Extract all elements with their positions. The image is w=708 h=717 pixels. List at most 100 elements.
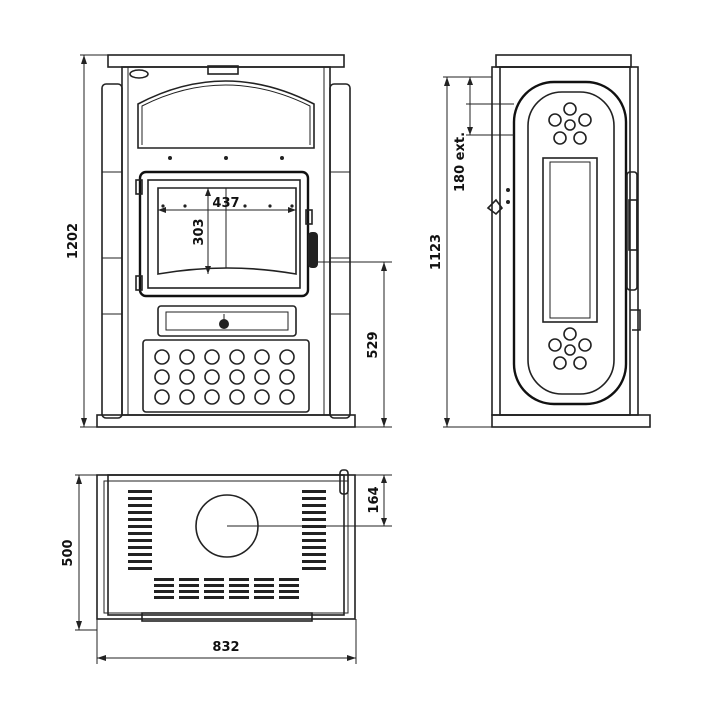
dim-1123-label: 1123 <box>429 234 444 270</box>
vent-slot <box>179 578 199 581</box>
vent-slot <box>128 525 152 528</box>
vent-slot <box>302 553 326 556</box>
grille-hole <box>279 389 295 405</box>
vent-slot <box>128 504 152 507</box>
top-arch-panel <box>137 65 315 149</box>
vent-slot <box>154 590 174 593</box>
vent-slot <box>229 590 249 593</box>
dim-303-label: 303 <box>192 218 207 245</box>
grille-hole <box>229 369 245 385</box>
front-view <box>96 54 356 428</box>
vent-slot <box>128 511 152 514</box>
grille-hole <box>254 349 270 365</box>
dim-437-label: 437 <box>212 196 239 211</box>
dim-overall-height: 1202 <box>66 54 108 428</box>
dim-180-ext-label: 180 ext. <box>453 132 468 192</box>
side-tile-panel <box>512 80 628 406</box>
grille-hole <box>154 369 170 385</box>
vent-slot <box>279 578 299 581</box>
vent-slot <box>302 546 326 549</box>
vent-slot <box>179 590 199 593</box>
vent-slot <box>254 584 274 587</box>
vent-slot <box>204 578 224 581</box>
top-view <box>96 469 356 622</box>
dim-1202-label: 1202 <box>66 223 81 259</box>
vent-slot <box>302 560 326 563</box>
grille-hole <box>179 349 195 365</box>
top-flower-ornament <box>548 102 592 145</box>
vent-slot <box>302 490 326 493</box>
dim-depth: 500 <box>61 474 97 631</box>
vent-slot <box>279 584 299 587</box>
vent-slot <box>154 578 174 581</box>
vent-slot <box>204 584 224 587</box>
vent-slot <box>128 497 152 500</box>
vent-slot <box>279 590 299 593</box>
vent-slot <box>204 590 224 593</box>
grille-hole <box>229 349 245 365</box>
grille-hole <box>179 369 195 385</box>
dim-handle-height: 529 <box>318 261 392 428</box>
vent-slot <box>254 578 274 581</box>
dim-door-height: 303 <box>192 188 211 274</box>
vent-slot <box>204 596 224 599</box>
grille-hole <box>279 369 295 385</box>
dim-500-label: 500 <box>61 539 76 566</box>
decor-dots <box>168 156 284 160</box>
grille-hole <box>229 389 245 405</box>
dim-164-label: 164 <box>367 486 382 513</box>
vent-slot <box>302 539 326 542</box>
vent-slot <box>229 578 249 581</box>
dim-flue-offset-top: 164 <box>227 474 392 527</box>
vent-slot <box>279 596 299 599</box>
vent-slot <box>128 560 152 563</box>
ash-drawer <box>157 305 297 337</box>
vent-grille <box>142 339 310 413</box>
grille-hole <box>254 369 270 385</box>
vent-slot <box>128 567 152 570</box>
vent-slot <box>128 490 152 493</box>
right-vent-slots <box>302 490 326 570</box>
vent-slot <box>128 546 152 549</box>
dim-overall-width: 832 <box>96 619 357 664</box>
grille-hole <box>154 349 170 365</box>
grille-hole <box>279 349 295 365</box>
grille-hole <box>204 369 220 385</box>
vent-slot <box>302 532 326 535</box>
grille-hole <box>204 349 220 365</box>
bottom-vent-slots <box>154 578 299 599</box>
vent-slot <box>128 539 152 542</box>
vent-slot <box>302 497 326 500</box>
vent-slot <box>128 532 152 535</box>
bottom-flower-ornament <box>548 327 592 370</box>
vent-slot <box>128 553 152 556</box>
vent-slot <box>302 518 326 521</box>
dim-529-label: 529 <box>366 331 381 358</box>
grille-hole <box>179 389 195 405</box>
side-view <box>486 54 651 428</box>
left-vent-slots <box>128 490 152 570</box>
vent-slot <box>229 596 249 599</box>
grille-hole <box>204 389 220 405</box>
vent-slot <box>254 596 274 599</box>
grille-hole <box>154 389 170 405</box>
dim-832-label: 832 <box>212 640 239 655</box>
vent-slot <box>154 596 174 599</box>
vent-slot <box>302 511 326 514</box>
side-handle <box>630 309 641 331</box>
dim-door-width: 437 <box>158 196 296 213</box>
vent-slot <box>302 504 326 507</box>
dim-flue-offset-side: 180 ext. <box>453 77 514 192</box>
vent-slot <box>229 584 249 587</box>
vent-slot <box>302 567 326 570</box>
vent-slot <box>154 584 174 587</box>
left-side-tiles <box>101 83 123 419</box>
grille-hole <box>254 389 270 405</box>
right-side-tiles <box>329 83 351 419</box>
door-handle <box>308 232 318 268</box>
dim-side-height: 1123 <box>429 76 492 428</box>
vent-slot <box>179 584 199 587</box>
fire-door <box>135 170 318 298</box>
vent-slot <box>254 590 274 593</box>
